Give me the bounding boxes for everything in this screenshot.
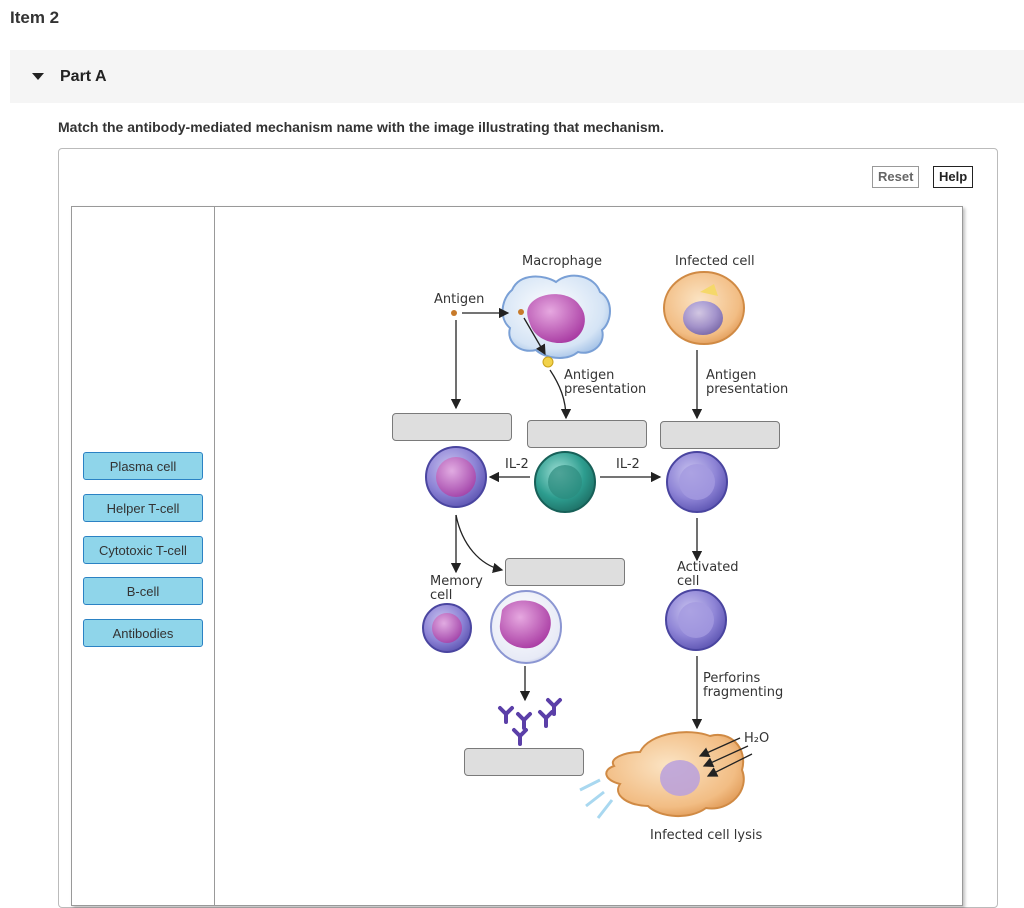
il2-right-label: IL-2 [616, 457, 640, 472]
part-a-header[interactable]: Part A [10, 50, 1024, 103]
immune-response-diagram [422, 271, 753, 819]
activated-cell-image [665, 589, 727, 651]
antibodies-image [498, 698, 562, 746]
plasma-cell-image [490, 590, 562, 664]
helper-t-cell-image [534, 451, 596, 513]
label-plasma-cell[interactable]: Plasma cell [83, 452, 203, 480]
b-cell-image [425, 446, 487, 508]
memory-cell-image [422, 603, 472, 653]
drop-target-b-cell[interactable] [392, 413, 512, 441]
macrophage-label: Macrophage [522, 254, 603, 269]
infected-cell-label: Infected cell [675, 254, 755, 269]
antigen-label: Antigen [434, 292, 485, 307]
drop-target-plasma-cell[interactable] [505, 558, 625, 586]
macrophage-cell [501, 274, 611, 359]
part-label: Part A [60, 67, 107, 85]
drop-target-helper-t-cell[interactable] [527, 420, 647, 448]
caret-down-icon[interactable] [32, 73, 44, 80]
help-button[interactable]: Help [933, 166, 974, 188]
drop-target-antibodies[interactable] [464, 748, 584, 776]
question-instructions: Match the antibody-mediated mechanism na… [58, 119, 665, 135]
il2-left-label: IL-2 [505, 457, 529, 472]
reset-button[interactable]: Reset [872, 166, 920, 188]
antigen-particle [451, 310, 457, 316]
drop-target-cytotoxic-t-cell[interactable] [660, 421, 780, 449]
cytotoxic-t-cell-image [666, 451, 728, 513]
infected-cell-lysis-label: Infected cell lysis [650, 828, 763, 843]
lysed-infected-cell [579, 731, 745, 819]
label-b-cell[interactable]: B-cell [83, 577, 203, 605]
item-title: Item 2 [10, 8, 60, 27]
label-antibodies[interactable]: Antibodies [83, 619, 203, 647]
label-cytotoxic-t-cell[interactable]: Cytotoxic T-cell [83, 536, 203, 564]
label-helper-t-cell[interactable]: Helper T-cell [83, 494, 203, 522]
label-bank [71, 206, 215, 906]
infected-cell-top [663, 271, 745, 345]
h2o-label: H₂O [744, 731, 770, 746]
